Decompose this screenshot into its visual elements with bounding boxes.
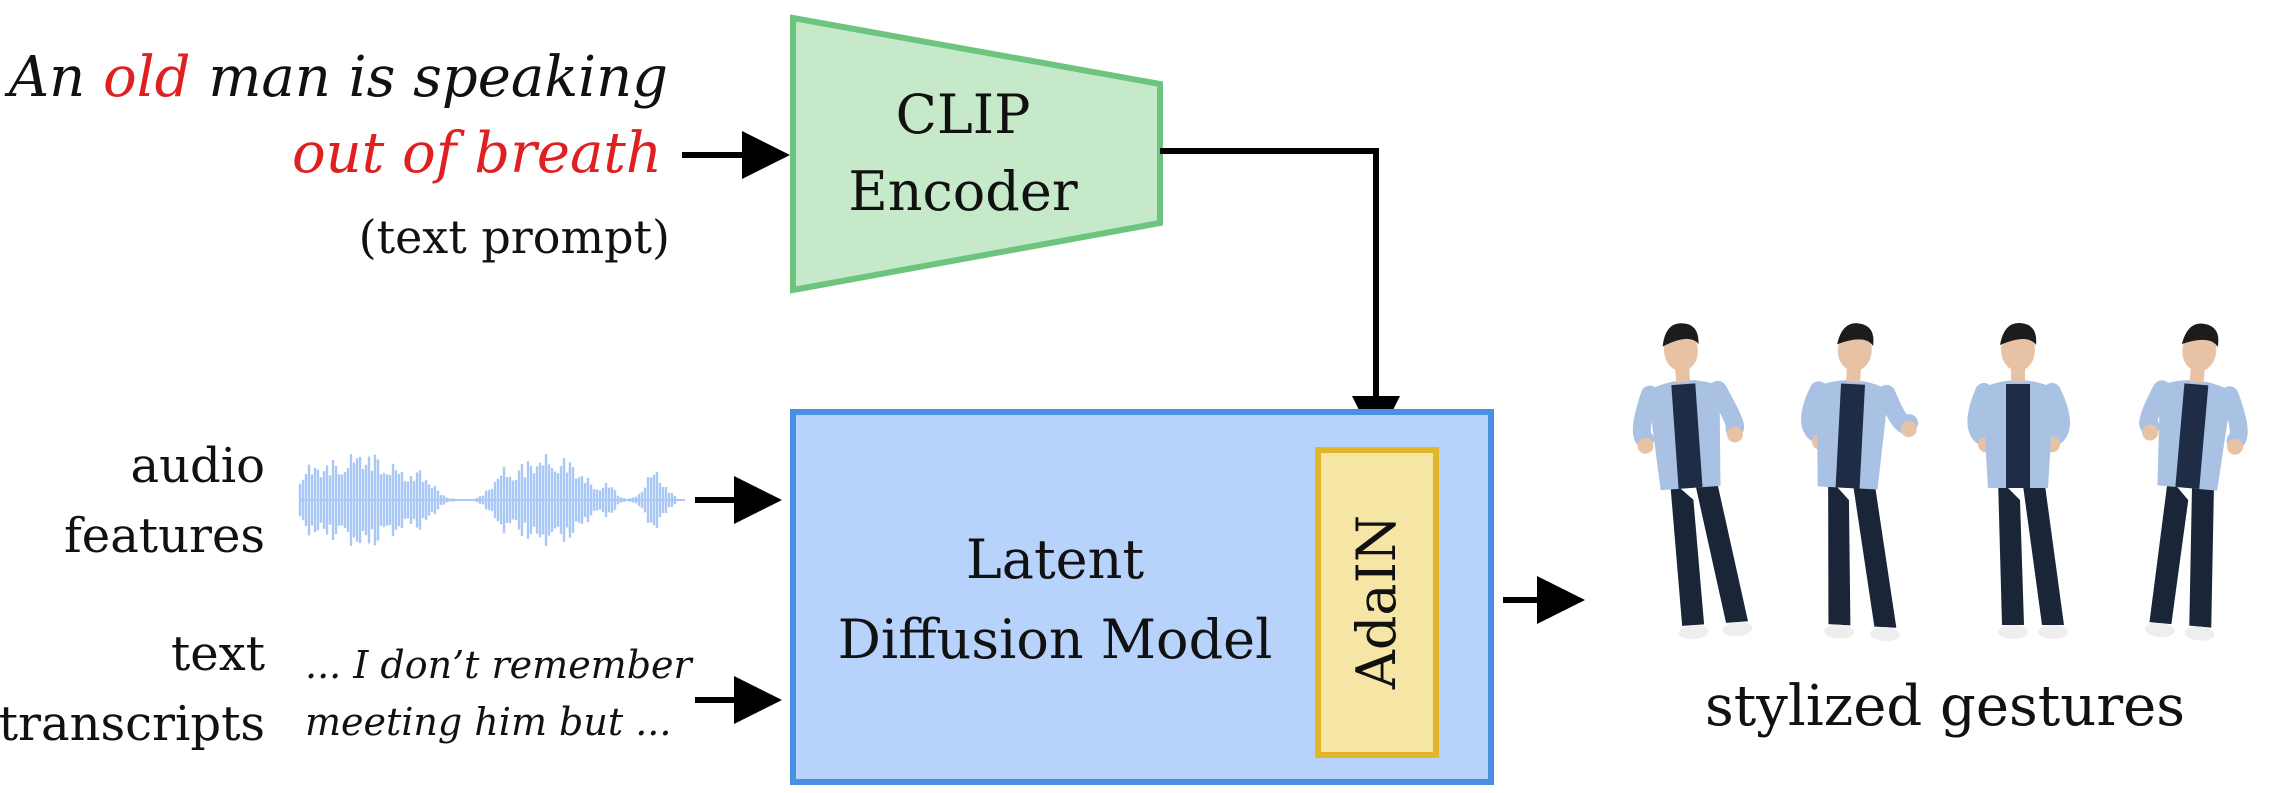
figure-hair: [2000, 322, 2037, 345]
figure-hand: [1900, 421, 1917, 438]
figure-shoe: [2144, 623, 2175, 638]
adain-block: [1315, 447, 1439, 758]
figure-leg: [1852, 478, 1897, 628]
prompt-caption: (text prompt): [359, 210, 670, 264]
figure-hair: [1662, 323, 1699, 347]
figure-leg: [2149, 476, 2189, 625]
transcripts-label-line-2: transcripts: [0, 696, 265, 752]
figure-hand: [2227, 438, 2244, 455]
figure-arm: [1708, 380, 1745, 438]
transcript-snippet-line-2: meeting him but ...: [305, 700, 671, 744]
clip-encoder-block: [790, 14, 1163, 294]
prompt-segment: man is speaking: [191, 45, 668, 110]
transcript-snippet-line-1: ... I don’t remember: [305, 643, 695, 687]
figure-shoe: [1824, 624, 1855, 639]
figure-shoe: [1722, 621, 1753, 637]
figure-shoe: [1998, 625, 2028, 639]
figure-leg: [2022, 478, 2064, 625]
adain-label: AdaIN: [1345, 515, 1408, 690]
figure-leg: [1693, 476, 1748, 623]
gesture-figure: [1801, 323, 1919, 642]
stylized-gesture-figures: [1632, 322, 2248, 642]
figure-leg: [1828, 476, 1851, 626]
prompt-line-2: out of breath: [292, 121, 662, 186]
gesture-figure: [2139, 323, 2248, 641]
figure-undershirt: [2006, 384, 2030, 488]
figure-shoe: [1678, 625, 1709, 640]
figure-undershirt: [2175, 383, 2209, 490]
encoder-label-line-2: Encoder: [848, 160, 1077, 223]
figure-leg: [1669, 479, 1705, 626]
model-label-line-2: Diffusion Model: [838, 608, 1273, 671]
audio-waveform: [298, 454, 685, 546]
figure-undershirt: [1671, 383, 1703, 489]
figure-hair: [2181, 323, 2219, 348]
prompt-segment-highlight: old: [103, 45, 190, 110]
model-label-line-1: Latent: [966, 528, 1144, 591]
gesture-figure: [1632, 323, 1753, 640]
encoder-label-line-1: CLIP: [896, 83, 1031, 146]
figure-undershirt: [1835, 383, 1866, 489]
figure-leg: [1998, 478, 2024, 625]
figure-hand: [2141, 424, 2158, 441]
gesture-figure: [1967, 322, 2070, 639]
figure-shoe: [2184, 626, 2215, 641]
figure-arm: [1967, 383, 1995, 448]
figure-hand: [1637, 437, 1654, 454]
figure-arm: [2043, 383, 2070, 448]
arrow-encoder-to-adain: [1160, 148, 1400, 444]
prompt-line-1: An old man is speaking: [4, 45, 668, 110]
figure-shoe: [1869, 627, 1900, 642]
output-label: stylized gestures: [1705, 674, 2185, 739]
transcripts-label-line-1: text: [171, 626, 265, 682]
audio-label-line-2: features: [64, 508, 265, 564]
audio-label-line-1: audio: [130, 438, 265, 494]
figure-hand: [1726, 426, 1743, 443]
figure-shoe: [2038, 625, 2068, 639]
figure-leg: [2189, 478, 2215, 628]
prompt-segment: An: [4, 45, 103, 110]
figure-arm: [1877, 384, 1919, 434]
figure-hair: [1837, 323, 1874, 347]
